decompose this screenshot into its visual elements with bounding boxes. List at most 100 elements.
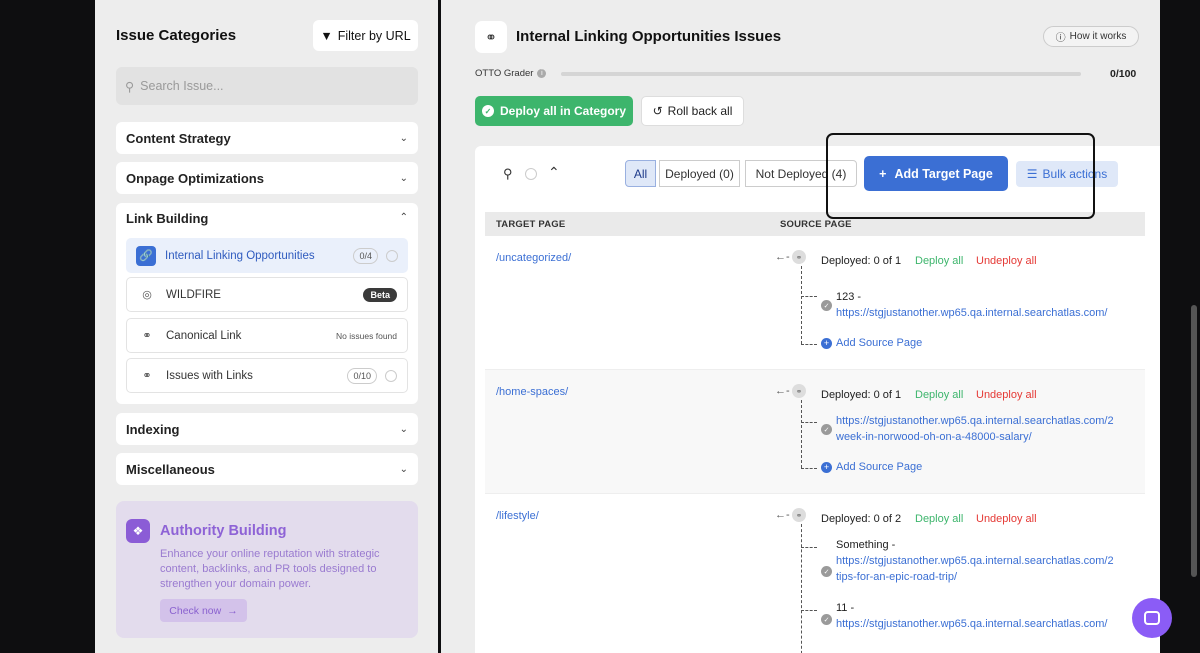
table-row: /lifestyle/ ←- - ⚭ Deployed: 0 of 2 Depl…: [485, 494, 1145, 653]
beta-badge: Beta: [363, 287, 397, 302]
source-url[interactable]: https://stgjustanother.wp65.qa.internal.…: [836, 415, 1114, 427]
category-indexing[interactable]: Indexing ⌄: [116, 413, 418, 445]
deploy-status: Deployed: 0 of 1: [821, 389, 902, 401]
plus-icon: +: [821, 337, 832, 349]
target-page-link[interactable]: /uncategorized/: [496, 252, 572, 264]
undeploy-all-link[interactable]: Undeploy all: [976, 389, 1037, 401]
chevron-up-icon[interactable]: ⌃: [548, 164, 560, 180]
undeploy-all-link[interactable]: Undeploy all: [976, 255, 1037, 267]
deploy-status: Deployed: 0 of 2: [821, 513, 902, 525]
source-anchor: 123 -: [836, 291, 862, 303]
check-now-button[interactable]: Check now →: [160, 599, 247, 622]
page-title: Internal Linking Opportunities Issues: [516, 28, 782, 45]
add-target-page-button[interactable]: + Add Target Page: [864, 156, 1008, 191]
chevron-down-icon: ⌄: [399, 172, 408, 184]
bulk-actions-button[interactable]: ☰ Bulk actions: [1016, 161, 1118, 187]
chevron-down-icon: ⌄: [399, 132, 408, 144]
tree-line: [801, 296, 817, 297]
tree-line: [801, 400, 802, 468]
chat-icon: [1144, 611, 1160, 625]
button-label: Bulk actions: [1042, 167, 1108, 181]
category-onpage-optimizations[interactable]: Onpage Optimizations ⌄: [116, 162, 418, 194]
chevron-up-icon[interactable]: ⌃: [399, 212, 408, 223]
button-label: Roll back all: [667, 104, 733, 118]
category-content-strategy[interactable]: Content Strategy ⌄: [116, 122, 418, 154]
sidebar-item-issues-with-links[interactable]: ⚭ Issues with Links 0/10: [126, 358, 408, 393]
target-page-link[interactable]: /home-spaces/: [496, 386, 569, 398]
grader-text: OTTO Grader: [475, 68, 534, 79]
source-url[interactable]: https://stgjustanother.wp65.qa.internal.…: [836, 307, 1108, 319]
source-anchor: Something -: [836, 539, 896, 551]
arrow-left-icon: ←- -: [775, 385, 797, 397]
progress-ring: [386, 249, 398, 262]
tree-line: [801, 610, 817, 611]
source-page-item: 123 - https://stgjustanother.wp65.qa.int…: [836, 289, 1108, 321]
tree-line: [801, 468, 817, 469]
table-header: TARGET PAGE SOURCE PAGE: [485, 212, 1145, 236]
add-source-page-button[interactable]: + Add Source Page: [821, 461, 922, 473]
status-text: No issues found: [336, 330, 397, 341]
column-header-target: TARGET PAGE: [496, 219, 566, 230]
source-anchor: 11 -: [836, 602, 855, 614]
button-label: Check now: [169, 604, 222, 617]
sidebar-item-canonical-link[interactable]: ⚭ Canonical Link No issues found: [126, 318, 408, 353]
category-label[interactable]: Link Building: [126, 211, 209, 226]
tab-all[interactable]: All: [625, 160, 656, 187]
category-miscellaneous[interactable]: Miscellaneous ⌄: [116, 453, 418, 485]
link-icon: ⚭: [792, 508, 806, 522]
target-page-link[interactable]: /lifestyle/: [496, 510, 539, 522]
sidebar-item-wildfire[interactable]: ◎ WILDFIRE Beta: [126, 277, 408, 312]
deploy-status: Deployed: 0 of 1: [821, 255, 902, 267]
source-page-item: 11 - https://stgjustanother.wp65.qa.inte…: [836, 600, 1108, 632]
authority-building-card: ❖ Authority Building Enhance your online…: [116, 501, 418, 638]
wildfire-icon: ◎: [142, 289, 152, 301]
check-circle-icon[interactable]: ✓: [821, 614, 832, 625]
deploy-all-button[interactable]: ✓ Deploy all in Category: [475, 96, 633, 126]
card-text: Enhance your online reputation with stra…: [160, 548, 380, 590]
source-url[interactable]: https://stgjustanother.wp65.qa.internal.…: [836, 618, 1108, 630]
how-it-works-button[interactable]: ⓘ How it works: [1043, 26, 1139, 47]
check-circle-icon[interactable]: ✓: [821, 300, 832, 311]
deploy-all-link[interactable]: Deploy all: [915, 389, 964, 401]
button-label: Add Source Page: [836, 337, 923, 349]
add-source-page-button[interactable]: + Add Source Page: [821, 337, 922, 349]
check-circle-icon[interactable]: ✓: [821, 424, 832, 435]
source-url[interactable]: https://stgjustanother.wp65.qa.internal.…: [836, 555, 1114, 567]
filter-by-url-button[interactable]: ▼ Filter by URL: [313, 20, 418, 51]
category-label: Onpage Optimizations: [126, 170, 264, 186]
link-icon: 🔗: [136, 245, 156, 266]
search-icon[interactable]: ⚲: [503, 166, 513, 181]
arrow-right-icon: →: [227, 604, 238, 617]
tree-line: [801, 422, 817, 423]
sidebar-item-internal-linking[interactable]: 🔗 Internal Linking Opportunities 0/4: [126, 238, 408, 273]
source-url[interactable]: week-in-norwood-oh-on-a-48000-salary/: [836, 431, 1032, 443]
megaphone-icon: ❖: [126, 519, 150, 543]
link-icon: ⚭: [792, 250, 806, 264]
history-icon: ↺: [652, 104, 663, 118]
chat-launcher-button[interactable]: [1132, 598, 1172, 638]
list-check-icon: ☰: [1026, 167, 1038, 181]
tree-line: [801, 266, 802, 344]
undeploy-all-link[interactable]: Undeploy all: [976, 513, 1037, 525]
deploy-all-link[interactable]: Deploy all: [915, 255, 964, 267]
grader-label: OTTO Grader i: [475, 68, 547, 79]
info-icon[interactable]: i: [537, 69, 547, 78]
link-icon: ⚭: [142, 330, 152, 342]
tab-not-deployed[interactable]: Not Deployed (4): [745, 160, 857, 187]
search-issue-input[interactable]: ⚲ Search Issue...: [116, 67, 418, 105]
issue-categories-panel: Issue Categories ▼ Filter by URL ⚲ Searc…: [95, 0, 438, 653]
tree-line: [801, 344, 817, 345]
broken-link-icon: ⚭: [142, 370, 152, 382]
progress-ring: [385, 369, 397, 382]
button-label: Add Target Page: [894, 166, 993, 181]
check-circle-icon[interactable]: ✓: [821, 566, 832, 577]
deploy-all-link[interactable]: Deploy all: [915, 513, 964, 525]
scrollbar[interactable]: [1191, 305, 1197, 577]
roll-back-all-button[interactable]: ↺ Roll back all: [641, 96, 744, 126]
tab-deployed[interactable]: Deployed (0): [659, 160, 740, 187]
source-page-item: Something - https://stgjustanother.wp65.…: [836, 537, 1114, 585]
table-row: /home-spaces/ ←- - ⚭ Deployed: 0 of 1 De…: [485, 370, 1145, 494]
source-url[interactable]: tips-for-an-epic-road-trip/: [836, 571, 958, 583]
plus-icon: +: [821, 461, 832, 473]
loading-ring: [525, 168, 537, 180]
